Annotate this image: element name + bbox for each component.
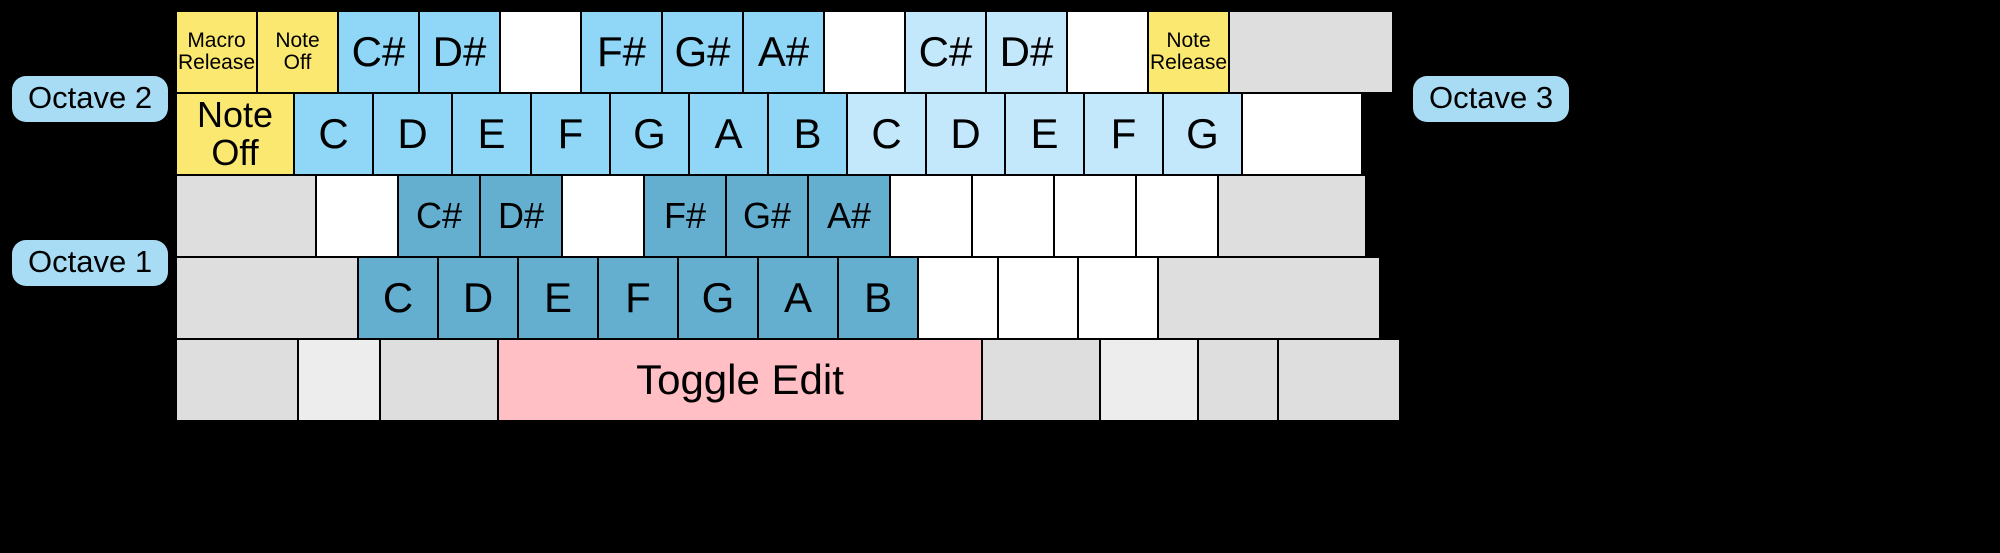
key-g[interactable]: G	[609, 92, 690, 176]
key-note-off[interactable]: Note Off	[175, 92, 295, 176]
key-blank	[1099, 338, 1199, 422]
key-b[interactable]: B	[837, 256, 919, 340]
key-d[interactable]: D	[925, 92, 1006, 176]
key-blank	[1277, 338, 1401, 422]
key-note-off[interactable]: Note Off	[256, 10, 339, 94]
key-csharp[interactable]: C#	[337, 10, 420, 94]
key-a[interactable]: A	[757, 256, 839, 340]
key-blank	[917, 256, 999, 340]
key-gsharp[interactable]: G#	[725, 174, 809, 258]
key-c[interactable]: C	[293, 92, 374, 176]
key-d[interactable]: D	[437, 256, 519, 340]
key-blank	[1217, 174, 1367, 258]
key-f[interactable]: F	[530, 92, 611, 176]
key-asharp[interactable]: A#	[742, 10, 825, 94]
row-asdf: C#D# F#G#A#	[175, 174, 1367, 258]
key-g[interactable]: G	[1162, 92, 1243, 176]
key-blank	[823, 10, 906, 94]
key-blank	[997, 256, 1079, 340]
octave-2-label: Octave 2	[12, 76, 169, 122]
key-c[interactable]: C	[846, 92, 927, 176]
key-blank	[1157, 256, 1381, 340]
key-gsharp[interactable]: G#	[661, 10, 744, 94]
key-blank	[1135, 174, 1219, 258]
key-macro-release[interactable]: Macro Release	[175, 10, 258, 94]
key-blank	[175, 256, 359, 340]
key-note-release[interactable]: Note Release	[1147, 10, 1230, 94]
key-blank	[971, 174, 1055, 258]
key-blank	[499, 10, 582, 94]
key-blank	[561, 174, 645, 258]
key-dsharp[interactable]: D#	[418, 10, 501, 94]
key-d[interactable]: D	[372, 92, 453, 176]
key-blank	[379, 338, 499, 422]
key-c[interactable]: C	[357, 256, 439, 340]
key-f[interactable]: F	[597, 256, 679, 340]
key-blank	[175, 174, 317, 258]
key-blank	[1228, 10, 1394, 94]
key-fsharp[interactable]: F#	[643, 174, 727, 258]
key-e[interactable]: E	[451, 92, 532, 176]
key-asharp[interactable]: A#	[807, 174, 891, 258]
key-g[interactable]: G	[677, 256, 759, 340]
key-a[interactable]: A	[688, 92, 769, 176]
key-blank	[1197, 338, 1279, 422]
key-toggle-edit[interactable]: Toggle Edit	[497, 338, 983, 422]
key-e[interactable]: E	[517, 256, 599, 340]
key-fsharp[interactable]: F#	[580, 10, 663, 94]
key-csharp[interactable]: C#	[397, 174, 481, 258]
key-b[interactable]: B	[767, 92, 848, 176]
key-dsharp[interactable]: D#	[985, 10, 1068, 94]
key-blank	[889, 174, 973, 258]
key-csharp[interactable]: C#	[904, 10, 987, 94]
key-f[interactable]: F	[1083, 92, 1164, 176]
row-space: Toggle Edit	[175, 338, 1401, 422]
key-dsharp[interactable]: D#	[479, 174, 563, 258]
key-blank	[1053, 174, 1137, 258]
key-blank	[1241, 92, 1363, 176]
octave-1-label: Octave 1	[12, 240, 169, 286]
key-blank	[175, 338, 299, 422]
key-e[interactable]: E	[1004, 92, 1085, 176]
key-blank	[315, 174, 399, 258]
key-blank	[297, 338, 381, 422]
octave-3-label: Octave 3	[1413, 76, 1570, 122]
key-blank	[1077, 256, 1159, 340]
key-blank	[981, 338, 1101, 422]
key-blank	[1066, 10, 1149, 94]
